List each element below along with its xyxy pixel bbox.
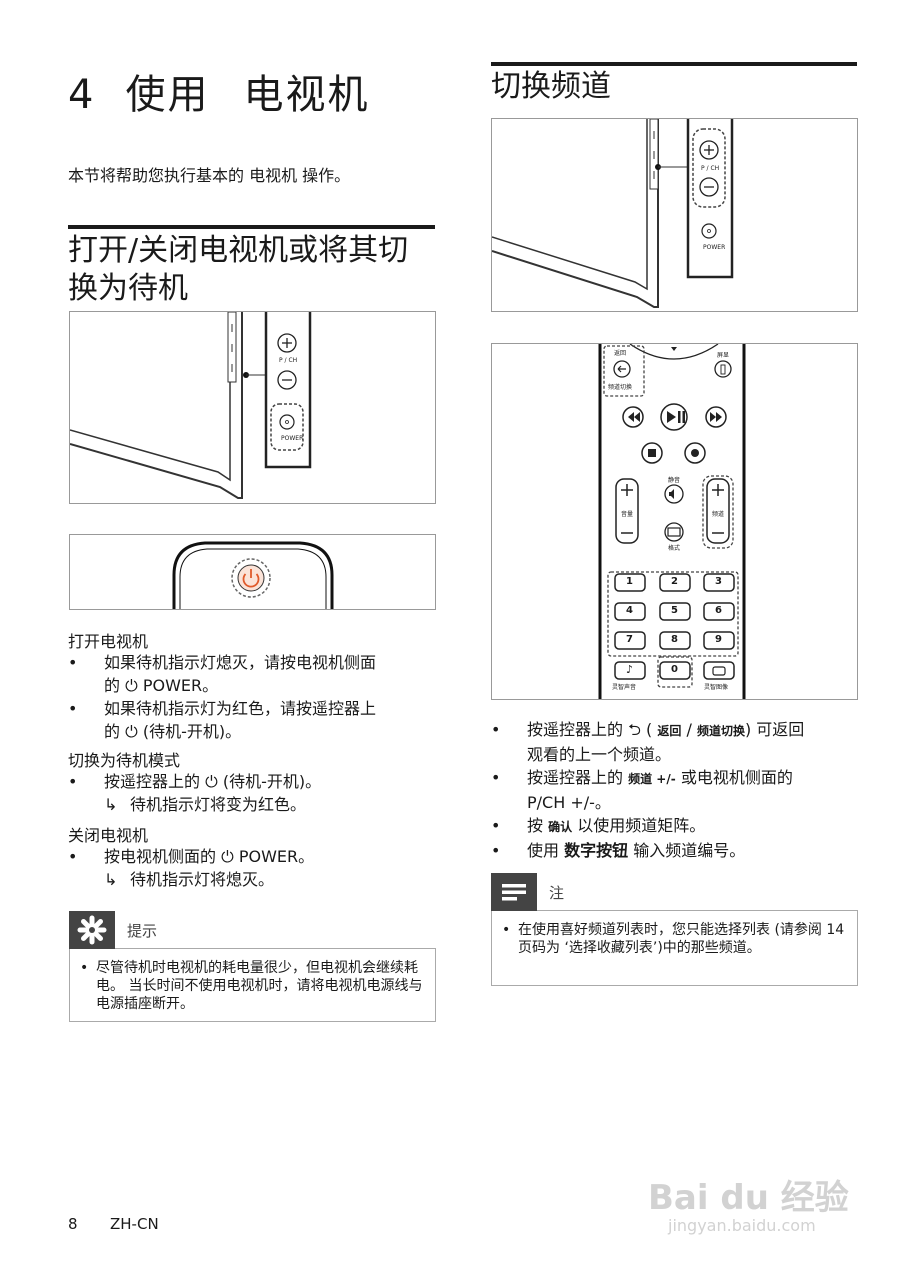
watermark-logo: Bai du 经验 [648, 1178, 849, 1218]
intro-text: 本节将帮助您执行基本的 电视机 操作。 [68, 166, 351, 185]
remote-format-label: 格式 [668, 545, 681, 552]
remote-channel-label: 频道 [712, 511, 725, 518]
pch-label: P / CH [701, 165, 720, 172]
remote-key-0: 0 [671, 664, 678, 675]
heading-line-1: 打开/关闭电视机或将其切 [68, 233, 409, 268]
power-label: POWER [703, 244, 726, 251]
remote-sound-label: 灵智声音 [612, 684, 637, 691]
chapter-word-tv: 电视机 [243, 72, 370, 118]
result-arrow-icon: ↳ [104, 795, 118, 814]
remote-back-sub-label: 频道切换 [608, 384, 633, 391]
remote-info-label: 屏显 [717, 352, 730, 359]
music-note-icon: ♪ [626, 663, 634, 676]
standby-list: 按遥控器上的 ⏻ (待机-开机)。 [68, 770, 438, 793]
note-icon [491, 873, 537, 911]
tip-icon [69, 911, 115, 949]
remote-key-6: 6 [715, 605, 722, 616]
subheading-standby: 切换为待机模式 [68, 751, 181, 770]
back-arrow-icon: ⮌ [628, 720, 641, 739]
remote-key-1: 1 [626, 576, 633, 587]
section-heading-channel: 切换频道 [491, 69, 611, 104]
channel-list: 按遥控器上的 ⮌ ( 返回 / 频道切换) 可返回 观看的上一个频道。 按遥控器… [491, 718, 861, 862]
section-rule-left [68, 225, 435, 229]
standby-result: ↳待机指示灯将变为红色。 [104, 795, 307, 814]
tv-side-illustration: P / CH POWER [69, 311, 436, 504]
note-box: 注 在使用喜好频道列表时，您只能选择列表 (请参阅 14 页码为 ‘选择收藏列表… [491, 873, 858, 986]
remote-mute-label: 静音 [668, 477, 681, 484]
remote-key-9: 9 [715, 634, 722, 645]
list-item: 按遥控器上的 频道 +/- 或电视机侧面的 P/CH +/-。 [491, 766, 861, 814]
list-item: 使用 数字按钮 输入频道编号。 [491, 839, 861, 862]
note-label: 注 [549, 883, 565, 902]
power-label: POWER [281, 435, 304, 442]
list-item: 按遥控器上的 ⏻ (待机-开机)。 [68, 770, 438, 793]
list-item: 按电视机侧面的 ⏻ POWER。 [68, 845, 438, 868]
subheading-turn-on: 打开电视机 [68, 632, 149, 651]
remote-control-illustration: 返回 频道切换 屏显 静音 音量 频道 格式 1 2 3 4 5 6 7 8 9… [491, 343, 858, 700]
section-rule-right [491, 62, 857, 66]
result-arrow-icon: ↳ [104, 870, 118, 889]
remote-back-label: 返回 [614, 350, 627, 357]
page-number: 8 [68, 1215, 78, 1233]
remote-key-5: 5 [671, 605, 678, 616]
remote-power-illustration [69, 534, 436, 610]
turn-off-list: 按电视机侧面的 ⏻ POWER。 [68, 845, 438, 868]
section-heading-power: 打开/关闭电视机或将其切 换为待机 [68, 232, 435, 308]
remote-key-3: 3 [715, 576, 722, 587]
tip-label: 提示 [127, 921, 158, 940]
watermark-url: jingyan.baidu.com [668, 1216, 816, 1235]
subheading-turn-off: 关闭电视机 [68, 826, 149, 845]
turn-off-result: ↳待机指示灯将熄灭。 [104, 870, 275, 889]
list-item: 按 确认 以使用频道矩阵。 [491, 814, 861, 839]
note-header: 注 [491, 873, 564, 911]
language-code: ZH-CN [110, 1215, 159, 1233]
note-text: 在使用喜好频道列表时，您只能选择列表 (请参阅 14 页码为 ‘选择收藏列表’)… [492, 911, 857, 967]
remote-key-7: 7 [626, 634, 633, 645]
pch-label: P / CH [279, 357, 298, 364]
chapter-number: 4 [68, 72, 96, 118]
remote-key-4: 4 [626, 605, 633, 616]
tip-header: 提示 [69, 911, 157, 949]
remote-key-8: 8 [671, 634, 678, 645]
remote-picture-label: 灵智图像 [704, 684, 729, 691]
chapter-word-use: 使用 [125, 72, 210, 118]
remote-key-2: 2 [671, 576, 678, 587]
tv-side-channel-illustration: P / CH POWER [491, 118, 858, 312]
remote-volume-label: 音量 [621, 511, 634, 518]
tip-box: 提示 尽管待机时电视机的耗电量很少，但电视机会继续耗电。 当长时间不使用电视机时… [69, 911, 436, 1023]
list-item: 按遥控器上的 ⮌ ( 返回 / 频道切换) 可返回 观看的上一个频道。 [491, 718, 861, 766]
chapter-title: 4 使用电视机 [68, 62, 369, 120]
heading-line-2: 换为待机 [68, 271, 188, 306]
tip-text: 尽管待机时电视机的耗电量很少，但电视机会继续耗电。 当长时间不使用电视机时，请将… [70, 949, 435, 1023]
